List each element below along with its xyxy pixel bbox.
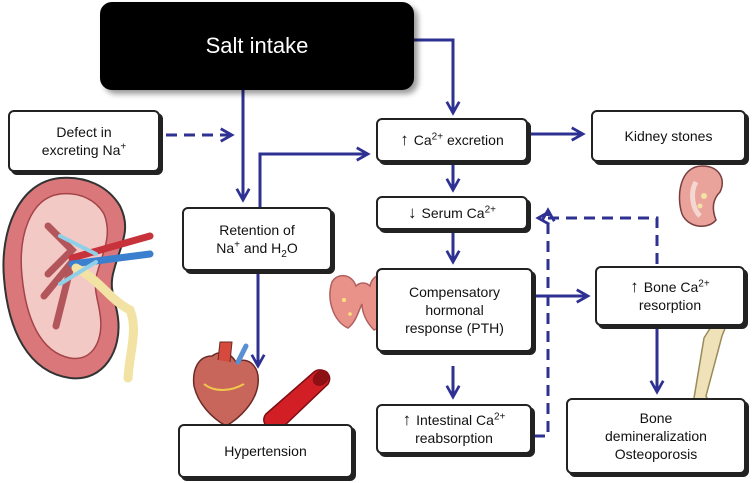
compensatory-line3: response (PTH) [405,320,504,336]
intestinal-prefix: Intestinal Ca [416,412,494,428]
defect-line2: excreting Na+ [42,142,126,158]
up-arrow-icon [403,410,412,429]
bone-resorption-line1: Bone Ca2+ [630,277,710,296]
bone-resorption-prefix: Bone Ca [643,279,699,295]
arrow-salt-to-ca-excretion [414,38,453,113]
retention-line2: Na+ and H2O [216,239,298,259]
retention-h-subscript: 2 [281,248,287,260]
bone-demineralization-box: Bone demineralization Osteoporosis [566,398,746,474]
serum-label: Serum Ca2+ [422,204,496,222]
retention-na-superscript: + [234,239,241,251]
bone-dem-line3: Osteoporosis [614,446,698,462]
retention-line1: Retention of [219,222,295,238]
arrow-intestinal-to-serum-dashed [534,210,548,438]
small-kidney-illustration [678,165,723,227]
ca-excretion-label: Ca2+ excretion [414,131,504,149]
serum-calcium-box: Serum Ca2+ [376,196,528,230]
hypertension-box: Hypertension [178,424,353,478]
defect-excreting-box: Defect in excreting Na+ [8,110,160,172]
kidney-stones-box: Kidney stones [591,110,746,162]
ca-excretion-box: Ca2+ excretion [376,118,528,162]
retention-na: Na [216,240,235,256]
defect-line2-text: excreting Na [41,142,121,158]
intestinal-superscript: 2+ [493,411,506,423]
compensatory-line1: Compensatory [408,284,501,300]
retention-and-h: and H [243,240,282,256]
hypertension-label: Hypertension [224,443,307,459]
up-arrow-icon [630,277,639,296]
serum-superscript: 2+ [484,204,496,216]
arrow-bone-resorption-to-serum-dashed [538,218,659,264]
arrow-retention-to-ca-excretion [258,154,368,207]
artery-illustration [263,369,331,432]
bone-dem-line1: Bone [639,410,673,426]
intestinal-line1: Intestinal Ca2+ [403,410,506,429]
bone-resorption-superscript: 2+ [698,278,710,290]
serum-prefix: Serum Ca [421,205,485,221]
compensatory-line2: hormonal [425,302,484,318]
salt-intake-box: Salt intake [100,2,414,90]
bone-dem-line2: demineralization [605,428,707,444]
compensatory-response-box: Compensatory hormonal response (PTH) [376,268,533,352]
bone-resorption-box: Bone Ca2+ resorption [595,266,745,326]
kidney-stones-label: Kidney stones [624,128,713,144]
retention-box: Retention of Na+ and H2O [182,207,332,271]
intestinal-reabsorption-box: Intestinal Ca2+ reabsorption [376,404,532,454]
heart-illustration [192,341,259,427]
ca-excretion-suffix: excretion [446,132,504,148]
ca-excretion-superscript: 2+ [431,131,444,143]
salt-intake-label: Salt intake [205,33,309,58]
defect-line1: Defect in [56,124,112,140]
up-arrow-icon [400,131,409,149]
kidney-illustration [2,176,154,383]
retention-o: O [286,240,298,256]
down-arrow-icon [408,204,417,222]
ca-excretion-prefix: Ca [413,132,432,148]
intestinal-line2: reabsorption [415,430,493,446]
bone-resorption-line2: resorption [638,297,702,313]
defect-superscript: + [120,141,127,153]
